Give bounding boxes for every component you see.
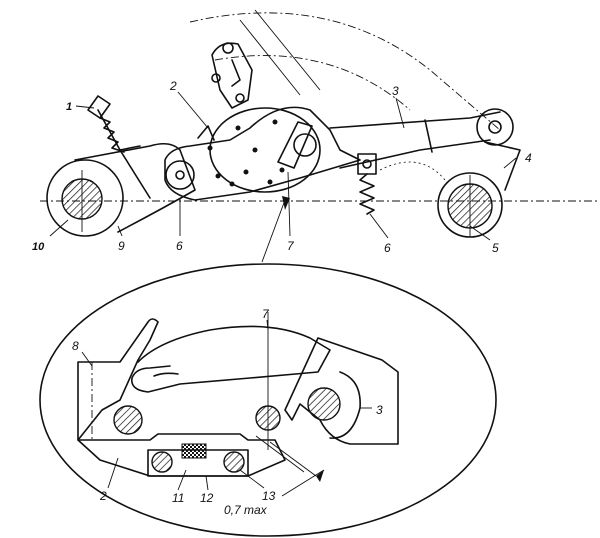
top-leaders <box>49 91 517 241</box>
label-top-1: 1 <box>66 101 72 113</box>
label-top-3: 3 <box>392 84 399 98</box>
label-top-7: 7 <box>287 239 295 253</box>
upper-assembly <box>40 9 600 263</box>
label-top-6-right: 6 <box>384 241 391 255</box>
label-clearance: 0,7 max <box>224 503 268 517</box>
label-detail-8: 8 <box>72 339 79 353</box>
label-detail-3: 3 <box>376 403 383 417</box>
label-top-9: 9 <box>118 239 125 253</box>
label-top-6-left: 6 <box>176 239 183 253</box>
upper-bracket <box>211 42 253 109</box>
label-top-2: 2 <box>169 79 177 93</box>
central-mechanism <box>164 106 361 201</box>
label-detail-2: 2 <box>99 489 107 503</box>
label-detail-11: 11 <box>172 491 184 505</box>
detail-leader <box>261 196 290 263</box>
spring-assembly <box>87 95 141 153</box>
detail-leaders <box>81 319 372 491</box>
left-shaft-hub <box>40 159 600 237</box>
right-spring <box>357 153 377 215</box>
label-detail-12: 12 <box>200 491 214 505</box>
label-top-5: 5 <box>492 241 499 255</box>
label-top-10: 10 <box>32 241 45 253</box>
label-top-4: 4 <box>525 151 532 165</box>
label-detail-13: 13 <box>262 489 276 503</box>
label-detail-7: 7 <box>262 307 270 321</box>
right-shaft-hub <box>379 141 521 238</box>
